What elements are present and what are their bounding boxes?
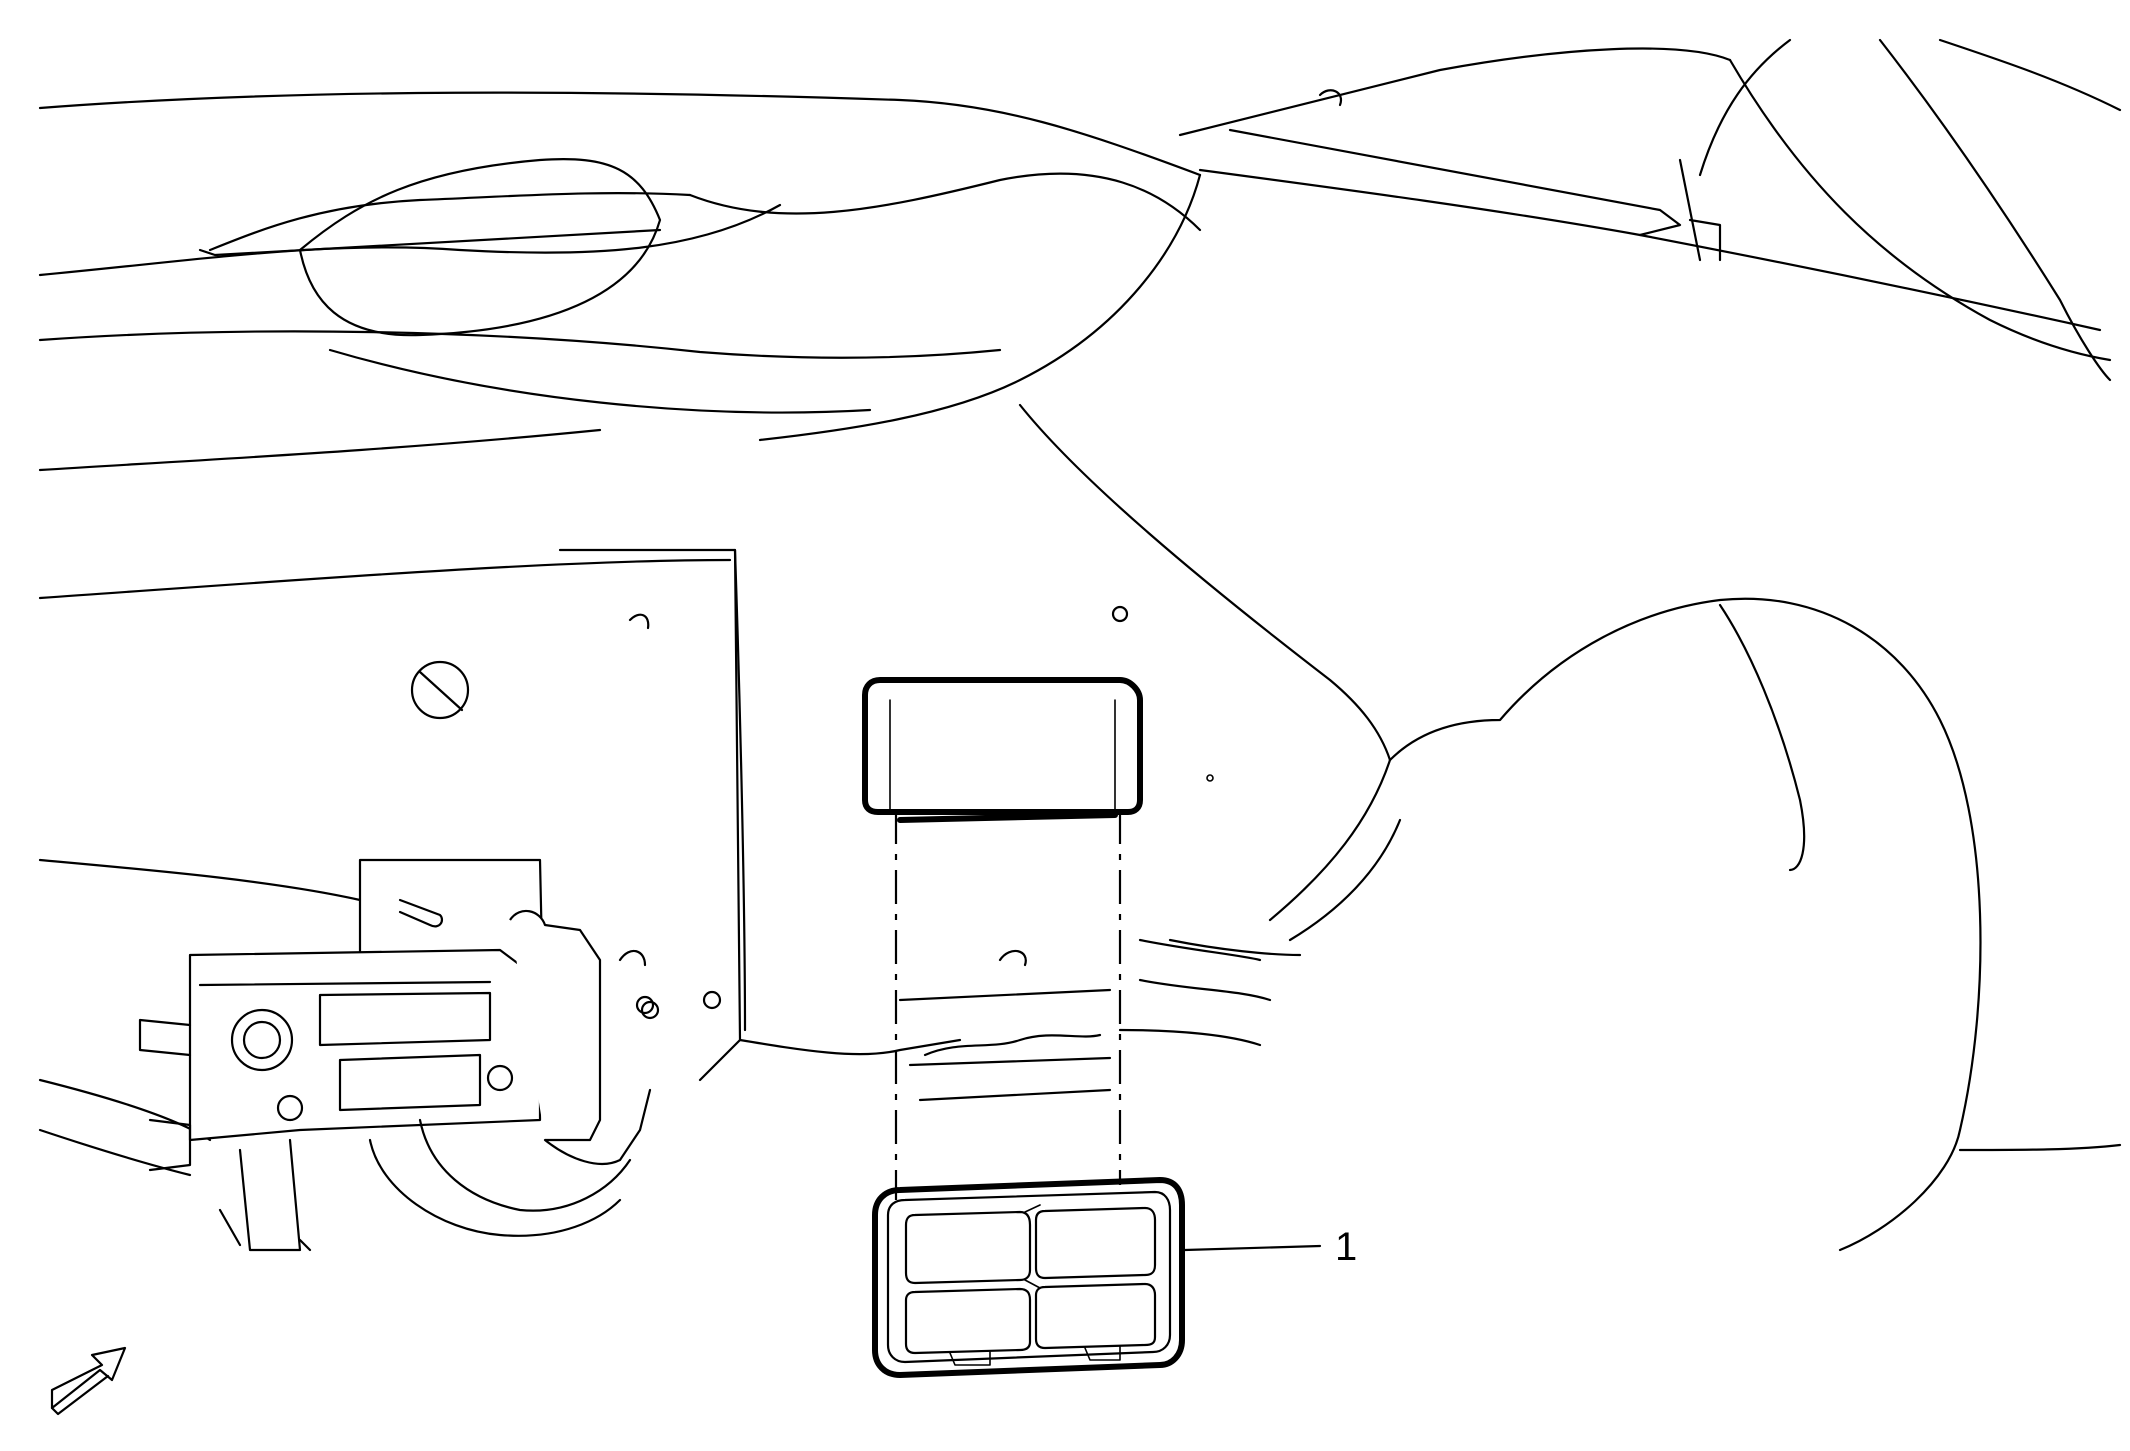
callout-1-number: 1 — [1335, 1225, 1357, 1269]
rear-fascia-outline — [38, 91, 1202, 600]
pressure-relief-valve — [872, 1177, 1185, 1378]
roof-rail-outline — [1178, 38, 2122, 382]
explode-guide-lines — [889, 699, 1122, 1200]
trailer-hitch-assembly — [138, 858, 660, 1252]
callout-1-leader — [1183, 1244, 1322, 1252]
underbody-rails — [38, 858, 1272, 1177]
callout-1: 1 — [1183, 1225, 1357, 1269]
direction-arrow-icon — [50, 1346, 127, 1416]
bumper-side-panel — [410, 548, 747, 1082]
quarter-panel-outline — [1018, 403, 2122, 1252]
pressure-relief-vent-ghost — [862, 677, 1143, 823]
